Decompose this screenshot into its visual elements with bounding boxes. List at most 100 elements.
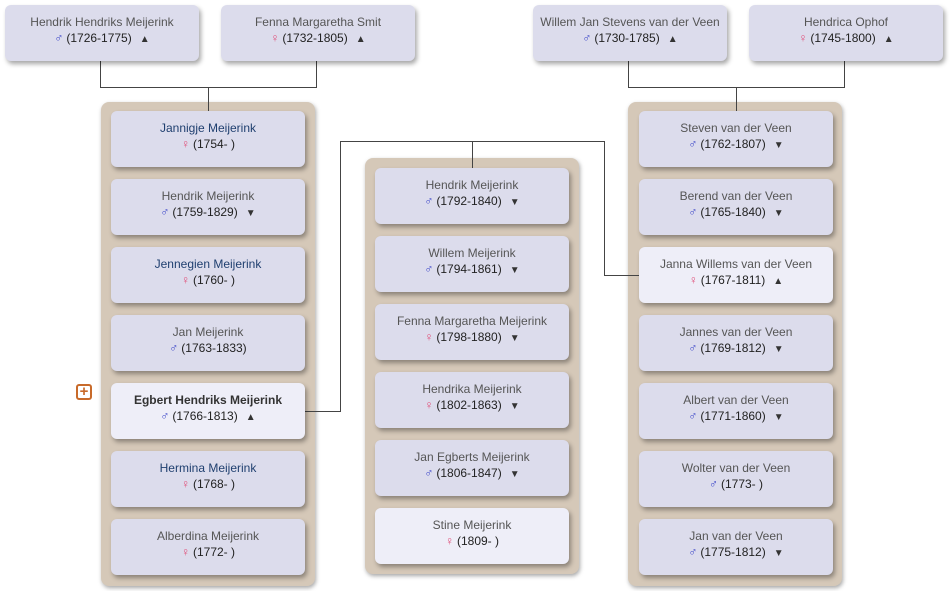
male-icon: ♂ (688, 545, 698, 559)
person-details: ♀(1745-1800)▲ (749, 31, 943, 45)
person-name: Stine Meijerink (432, 518, 512, 532)
person-details: ♀(1798-1880)▼ (375, 330, 569, 344)
person-card[interactable]: Hendrik Meijerink ♂(1759-1829) ▼ (111, 179, 305, 235)
person-card[interactable]: Jennegien Meijerink♀(1760- ) (111, 247, 305, 303)
person-name: Steven van der Veen (680, 121, 792, 135)
expand-arrow-icon[interactable]: ▼ (773, 344, 784, 355)
person-details: ♂(1775-1812) ▼ (639, 545, 833, 559)
collapse-arrow-icon[interactable]: ▲ (355, 34, 366, 45)
person-details: ♂(1766-1813)▲ (111, 409, 305, 423)
person-details: ♀(1772- ) (111, 545, 305, 559)
collapse-arrow-icon[interactable]: ▲ (773, 276, 784, 287)
expand-arrow-icon[interactable]: ▼ (245, 208, 256, 219)
person-name: Wolter van der Veen (681, 461, 791, 475)
person-details: ♀(1767-1811)▲ (639, 273, 833, 287)
female-icon: ♀ (424, 330, 434, 344)
connector (208, 87, 209, 112)
expand-arrow-icon[interactable]: ▼ (509, 333, 520, 344)
expand-arrow-icon[interactable]: ▼ (773, 412, 784, 423)
expand-arrow-icon[interactable]: ▼ (509, 469, 520, 480)
person-years: (1773- ) (720, 477, 764, 491)
person-name: Berend van der Veen (679, 189, 793, 203)
collapse-arrow-icon[interactable]: ▲ (883, 34, 894, 45)
person-years: (1765-1840) (700, 205, 766, 219)
male-icon: ♂ (688, 341, 698, 355)
person-name: Jannigje Meijerink (159, 121, 257, 135)
person-details: ♂(1806-1847)▼ (375, 466, 569, 480)
collapse-arrow-icon[interactable]: ▲ (139, 34, 150, 45)
person-card[interactable]: Albert van der Veen ♂(1771-1860)▼ (639, 383, 833, 439)
expand-arrow-icon[interactable]: ▼ (773, 548, 784, 559)
collapse-arrow-icon[interactable]: ▲ (245, 412, 256, 423)
person-card[interactable]: Egbert Hendriks Meijerink♂(1766-1813)▲ (111, 383, 305, 439)
person-card[interactable]: Stine Meijerink ♀(1809- ) (375, 508, 569, 564)
person-name: Hendrik Meijerink (161, 189, 255, 203)
person-card[interactable]: Willem Jan Stevens van der Veen♂(1730-17… (533, 5, 727, 61)
collapse-arrow-icon[interactable]: ▲ (667, 34, 678, 45)
female-icon: ♀ (180, 273, 190, 287)
person-details: ♂(1773- ) (639, 477, 833, 491)
expand-arrow-icon[interactable]: ▼ (509, 265, 520, 276)
children-group (365, 158, 579, 574)
person-card[interactable]: Jannigje Meijerink ♀(1754- ) (111, 111, 305, 167)
expand-arrow-icon[interactable]: ▼ (509, 401, 520, 412)
person-card[interactable]: Hendrik Hendriks Meijerink♂(1726-1775)▲ (5, 5, 199, 61)
person-name: Hermina Meijerink (159, 461, 257, 475)
person-card[interactable]: Fenna Margaretha Meijerink♀(1798-1880)▼ (375, 304, 569, 360)
female-icon: ♀ (270, 31, 280, 45)
male-icon: ♂ (424, 262, 434, 276)
person-card[interactable]: Fenna Margaretha Smit ♀(1732-1805) ▲ (221, 5, 415, 61)
male-icon: ♂ (708, 477, 718, 491)
person-card[interactable]: Jan Meijerink ♂(1763-1833) (111, 315, 305, 371)
person-name: Hendrica Ophof (803, 15, 889, 29)
person-years: (1775-1812) (700, 545, 766, 559)
person-years: (1766-1813) (172, 409, 238, 423)
person-card[interactable]: Willem Meijerink♂(1794-1861)▼ (375, 236, 569, 292)
person-details: ♂(1765-1840)▼ (639, 205, 833, 219)
person-card[interactable]: Berend van der Veen♂(1765-1840)▼ (639, 179, 833, 235)
person-years: (1732-1805) (282, 31, 348, 45)
person-years: (1794-1861) (436, 262, 502, 276)
person-details: ♀(1754- ) (111, 137, 305, 151)
connector (844, 61, 845, 88)
person-card[interactable]: Jan van der Veen♂(1775-1812)▼ (639, 519, 833, 575)
connector (100, 61, 101, 88)
person-details: ♂(1726-1775)▲ (5, 31, 199, 45)
person-details: ♀(1809- ) (375, 534, 569, 548)
connector (316, 61, 317, 88)
person-card[interactable]: Hermina Meijerink♀(1768- ) (111, 451, 305, 507)
connector (736, 87, 737, 112)
person-name: Jan Meijerink (172, 325, 244, 339)
expand-arrow-icon[interactable]: ▼ (509, 197, 520, 208)
male-icon: ♂ (582, 31, 592, 45)
person-years: (1759-1829) (172, 205, 238, 219)
female-icon: ♀ (180, 477, 190, 491)
person-years: (1769-1812) (700, 341, 766, 355)
person-name: Fenna Margaretha Smit (254, 15, 382, 29)
person-details: ♂(1792-1840)▼ (375, 194, 569, 208)
person-name: Alberdina Meijerink (156, 529, 260, 543)
expand-ancestors-button[interactable]: + (76, 384, 92, 400)
person-card[interactable]: Alberdina Meijerink ♀(1772- ) (111, 519, 305, 575)
person-years: (1760- ) (192, 273, 236, 287)
male-icon: ♂ (169, 341, 179, 355)
person-card[interactable]: Hendrika Meijerink♀(1802-1863)▼ (375, 372, 569, 428)
person-details: ♂(1763-1833) (111, 341, 305, 355)
male-icon: ♂ (688, 409, 698, 423)
person-card[interactable]: Janna Willems van der Veen♀(1767-1811)▲ (639, 247, 833, 303)
person-details: ♂(1771-1860)▼ (639, 409, 833, 423)
person-card[interactable]: Steven van der Veen♂(1762-1807)▼ (639, 111, 833, 167)
male-icon: ♂ (54, 31, 64, 45)
person-card[interactable]: Jan Egberts Meijerink♂(1806-1847)▼ (375, 440, 569, 496)
person-card[interactable]: Jannes van der Veen♂(1769-1812)▼ (639, 315, 833, 371)
expand-arrow-icon[interactable]: ▼ (773, 208, 784, 219)
person-name: Albert van der Veen (683, 393, 789, 407)
expand-arrow-icon[interactable]: ▼ (773, 140, 784, 151)
person-years: (1730-1785) (594, 31, 660, 45)
person-card[interactable]: Wolter van der Veen ♂(1773- ) (639, 451, 833, 507)
person-card[interactable]: Hendrik Meijerink♂(1792-1840)▼ (375, 168, 569, 224)
person-years: (1745-1800) (810, 31, 876, 45)
person-card[interactable]: Hendrica Ophof♀(1745-1800)▲ (749, 5, 943, 61)
person-years: (1772- ) (192, 545, 236, 559)
male-icon: ♂ (160, 205, 170, 219)
